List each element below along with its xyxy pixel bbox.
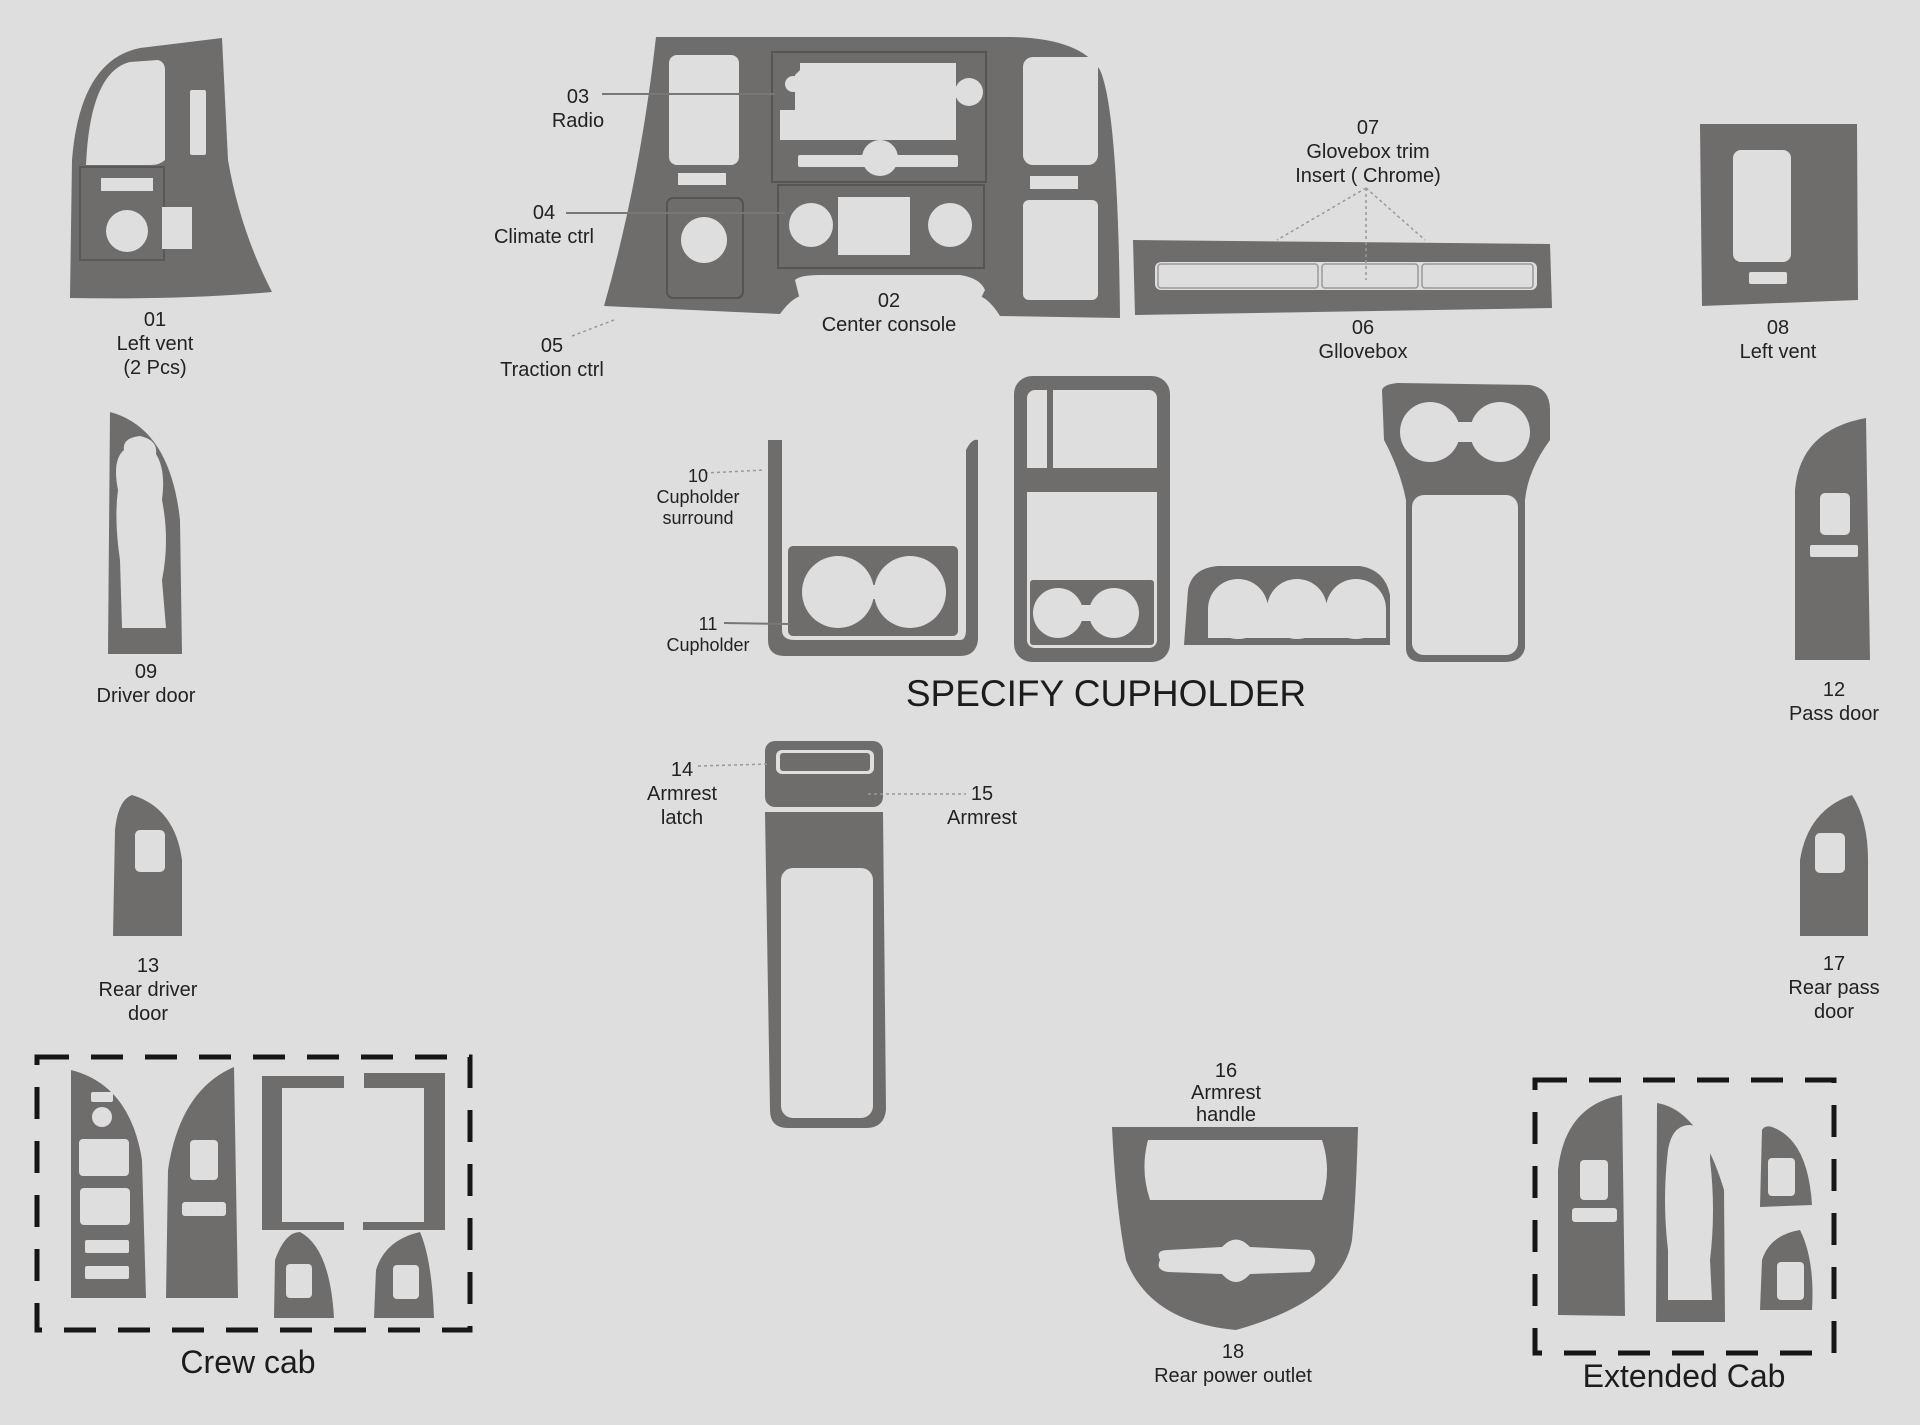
part-name: Driver door <box>96 685 196 707</box>
part-number: 11 <box>698 614 718 634</box>
part-number: 04 <box>532 202 556 224</box>
part-name: Rear power outlet <box>1154 1365 1312 1387</box>
leader-line-14 <box>697 763 771 767</box>
part-number: 17 <box>1822 953 1846 975</box>
label-part-17: 17 Rear pass door <box>1788 952 1879 1024</box>
label-part-09: 09 Driver door <box>97 660 196 708</box>
part-name: Armrest <box>647 783 717 805</box>
part-name: Cupholder <box>656 487 740 507</box>
part-note: handle <box>1195 1104 1257 1126</box>
part-08-left-vent-shape <box>1700 124 1858 306</box>
label-part-14: 14 Armrest latch <box>647 758 717 830</box>
part-14-15-armrest-shape <box>765 741 886 1128</box>
part-number: 07 <box>1356 117 1380 139</box>
label-part-12: 12 Pass door <box>1789 678 1879 726</box>
part-name: Pass door <box>1788 703 1880 725</box>
label-part-18: 18 Rear power outlet <box>1154 1340 1312 1388</box>
extended-cab-group-shapes <box>1532 1077 1837 1356</box>
label-part-11: 11 Cupholder <box>666 614 749 656</box>
part-number: 15 <box>970 783 994 805</box>
label-part-10: 10 Cupholder surround <box>656 466 739 529</box>
label-part-01: 01 Left vent (2 Pcs) <box>117 308 194 380</box>
label-part-05: 05 Traction ctrl <box>500 334 604 382</box>
part-name: Rear driver <box>98 979 198 1001</box>
part-16-18-rear-power-outlet-shape <box>1112 1127 1358 1330</box>
part-name: Armrest <box>947 807 1017 829</box>
cupholder-option-4-shape <box>1382 383 1550 662</box>
crew-cab-group-shapes <box>34 1054 473 1333</box>
part-number: 06 <box>1351 317 1375 339</box>
part-number: 16 <box>1214 1060 1238 1082</box>
label-part-02: 02 Center console <box>822 289 957 337</box>
part-number: 08 <box>1766 317 1790 339</box>
part-02-center-console-shape <box>604 37 1120 318</box>
part-note: latch <box>660 807 704 829</box>
part-10-11-cupholder-surround-shape <box>768 439 978 656</box>
part-name: Cupholder <box>666 635 750 655</box>
part-name: Glovebox trim <box>1306 141 1430 163</box>
part-note: surround <box>662 508 734 528</box>
label-part-15: 15 Armrest <box>947 782 1017 830</box>
part-number: 03 <box>566 86 590 108</box>
part-12-pass-door-shape <box>1795 418 1870 660</box>
leader-lines-07 <box>1276 187 1426 280</box>
part-number: 10 <box>687 466 709 486</box>
label-part-08: 08 Left vent <box>1740 316 1817 364</box>
part-note: (2 Pcs) <box>123 357 187 379</box>
extended-cab-group-label: Extended Cab <box>1582 1358 1786 1394</box>
part-name: Center console <box>821 314 957 336</box>
part-01-left-vent-shape <box>70 38 272 299</box>
part-number: 12 <box>1822 679 1846 701</box>
label-part-07: 07 Glovebox trim Insert ( Chrome) <box>1295 116 1441 188</box>
part-number: 02 <box>877 290 901 312</box>
part-name: Climate ctrl <box>493 226 595 248</box>
part-name: Radio <box>551 110 605 132</box>
leader-line-05 <box>571 319 615 337</box>
label-part-16: 16 Armrest handle <box>1191 1060 1261 1126</box>
specify-cupholder-heading: SPECIFY CUPHOLDER <box>905 673 1307 714</box>
part-name: Gllovebox <box>1318 341 1408 363</box>
part-number: 18 <box>1221 1341 1245 1363</box>
part-name: Left vent <box>116 333 194 355</box>
part-13-rear-driver-door-shape <box>113 795 182 936</box>
cupholder-option-2-shape <box>1014 376 1170 662</box>
leader-line-11 <box>723 622 791 625</box>
part-number: 05 <box>540 335 564 357</box>
part-number: 01 <box>143 309 167 331</box>
part-note: door <box>127 1003 169 1025</box>
part-17-rear-pass-door-shape <box>1800 795 1868 936</box>
part-name: Traction ctrl <box>500 359 604 381</box>
part-09-driver-door-shape <box>108 412 182 654</box>
part-number: 13 <box>136 955 160 977</box>
part-number: 09 <box>134 661 158 683</box>
cupholder-option-3-shape <box>1184 566 1390 645</box>
label-part-03: 03 Radio <box>552 85 604 133</box>
label-part-06: 06 Gllovebox <box>1319 316 1408 364</box>
leader-line-10 <box>704 469 766 474</box>
label-part-13: 13 Rear driver door <box>99 954 198 1026</box>
part-06-glovebox-shape <box>1133 240 1552 315</box>
part-name: Left vent <box>1739 341 1817 363</box>
part-name: Armrest <box>1191 1082 1261 1104</box>
part-name: Rear pass <box>1788 977 1880 999</box>
part-note: Insert ( Chrome) <box>1295 165 1441 187</box>
label-part-04: 04 Climate ctrl <box>494 201 594 249</box>
crew-cab-group-label: Crew cab <box>180 1344 316 1380</box>
part-number: 14 <box>670 759 694 781</box>
part-note: door <box>1813 1001 1855 1023</box>
